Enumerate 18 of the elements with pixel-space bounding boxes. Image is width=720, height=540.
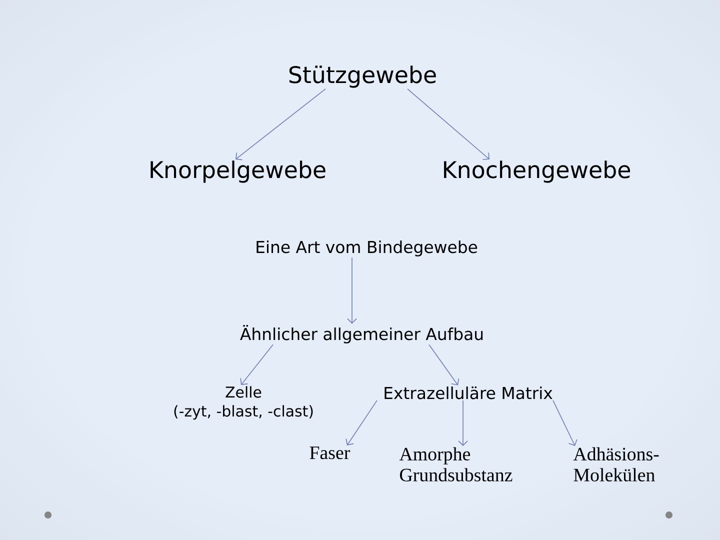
term-label: Knorpelgewebe: [150, 160, 326, 183]
arrow: [346, 400, 378, 446]
term-label: Amorphe Grundsubstanz: [399, 447, 512, 482]
arrow: [428, 344, 460, 386]
arrow: [240, 344, 274, 385]
arrow: [236, 88, 326, 160]
arrow: [407, 88, 490, 160]
term-label: Faser: [310, 446, 350, 460]
term-label: Eine Art vom Bindegewebe: [256, 240, 478, 256]
term-label: Ähnlicher allgemeiner Aufbau: [240, 324, 483, 344]
arrow: [347, 257, 357, 324]
arrow: [552, 400, 578, 446]
term-label: Adhäsions- Molekülen: [573, 447, 659, 482]
arrow: [458, 400, 468, 446]
term-label: Extrazelluläre Matrix: [384, 386, 552, 400]
term-label: Stützgewebe: [289, 66, 436, 88]
term-label: Knochengewebe: [444, 160, 630, 183]
term-label: Zelle (-zyt, -blast, -clast): [174, 386, 313, 420]
